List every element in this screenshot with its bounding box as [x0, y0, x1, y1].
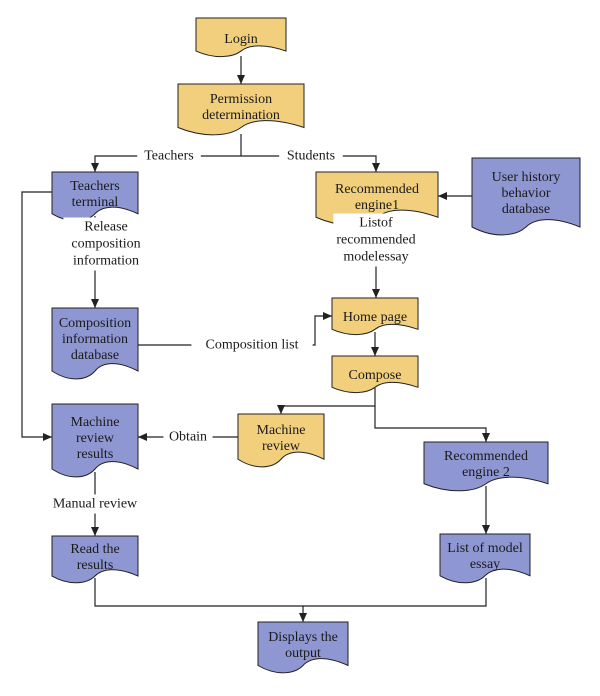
edge-label-text: Release: [84, 220, 128, 235]
edge-label-text: modelessay: [343, 250, 408, 265]
node-label: Composition: [59, 316, 131, 331]
node-shape: [471, 157, 581, 236]
node-shape: [195, 17, 287, 58]
edge-label-text: Teachers: [144, 149, 194, 164]
node-label: database: [71, 348, 119, 363]
edge-label-bg: [279, 146, 343, 166]
edge-label-text: information: [73, 254, 139, 269]
edge-label-text: composition: [71, 237, 140, 252]
edge-label-students: Students: [279, 146, 343, 166]
connector-list-to-output: [303, 578, 487, 607]
node-shape: [51, 307, 139, 380]
node-login: Login: [195, 17, 287, 58]
edge-label-text: Students: [287, 149, 335, 164]
node-label: Recommended: [335, 182, 419, 197]
node-label: User history: [492, 170, 561, 185]
node-label: results: [77, 558, 114, 573]
edge-label-teachers: Teachers: [137, 146, 201, 166]
edge-label-text: Listof: [359, 216, 393, 231]
connector-compose-to-engine2: [374, 406, 490, 442]
node-label: essay: [470, 557, 500, 572]
connector-compose-to-machine-review: [277, 388, 376, 414]
edge-label-bg: [163, 427, 213, 447]
node-label: database: [502, 202, 550, 217]
node-layer: LoginPermissiondeterminationTeachersterm…: [51, 17, 581, 674]
edge-label-release: Release composition information: [63, 217, 149, 271]
node-label: engine1: [355, 198, 399, 213]
edge-label-manual-review: Manual review: [45, 494, 145, 514]
node-label: output: [285, 646, 321, 661]
edge-label-bg: [191, 335, 313, 355]
edge-label-bg: [45, 494, 145, 514]
edge-label-bg: [137, 146, 201, 166]
node-home-page: Home page: [331, 297, 419, 336]
node-shape: [331, 297, 419, 336]
node-label: terminal: [72, 195, 119, 210]
node-label: Machine: [71, 415, 120, 430]
node-list-model-essay: List of modelessay: [439, 533, 531, 584]
node-label: Login: [224, 32, 257, 47]
node-shape: [177, 83, 305, 136]
edge-label-text: Obtain: [169, 430, 207, 445]
edge-label-text: Composition list: [206, 338, 299, 353]
node-label: Machine: [257, 423, 306, 438]
node-shape: [331, 355, 419, 394]
node-label: behavior: [502, 186, 551, 201]
connector-read-to-output: [94, 578, 307, 622]
connector-teachers-to-machine-results: [21, 191, 52, 441]
node-label: Teachers: [70, 179, 120, 194]
node-label: review: [262, 439, 301, 454]
edge-label-composition-list: Composition list: [191, 335, 313, 355]
node-label: engine 2: [462, 465, 510, 480]
node-label: Read the: [70, 542, 119, 557]
edge-label-listof: Listof recommended modelessay: [333, 213, 419, 267]
node-label: Permission: [210, 92, 272, 107]
edge-label-obtain: Obtain: [163, 427, 213, 447]
node-shape: [51, 535, 139, 584]
node-label: List of model: [447, 541, 523, 556]
edge-label-text: Manual review: [53, 497, 138, 512]
node-label: information: [62, 332, 128, 347]
node-shape: [257, 621, 349, 674]
edge-label-text: recommended: [336, 233, 415, 248]
edge-label-bg: [63, 217, 149, 271]
node-shape: [51, 403, 139, 478]
node-compose: Compose: [331, 355, 419, 394]
node-shape: [423, 441, 549, 492]
node-shape: [439, 533, 531, 584]
node-label: review: [76, 431, 115, 446]
node-shape: [237, 413, 325, 468]
node-label: Home page: [343, 310, 407, 325]
node-label: Displays the: [268, 630, 338, 645]
node-label: results: [77, 447, 114, 462]
node-label: determination: [202, 108, 280, 123]
edge-label-bg: [333, 213, 419, 267]
node-label: Recommended: [444, 449, 528, 464]
node-label: Compose: [349, 368, 402, 383]
